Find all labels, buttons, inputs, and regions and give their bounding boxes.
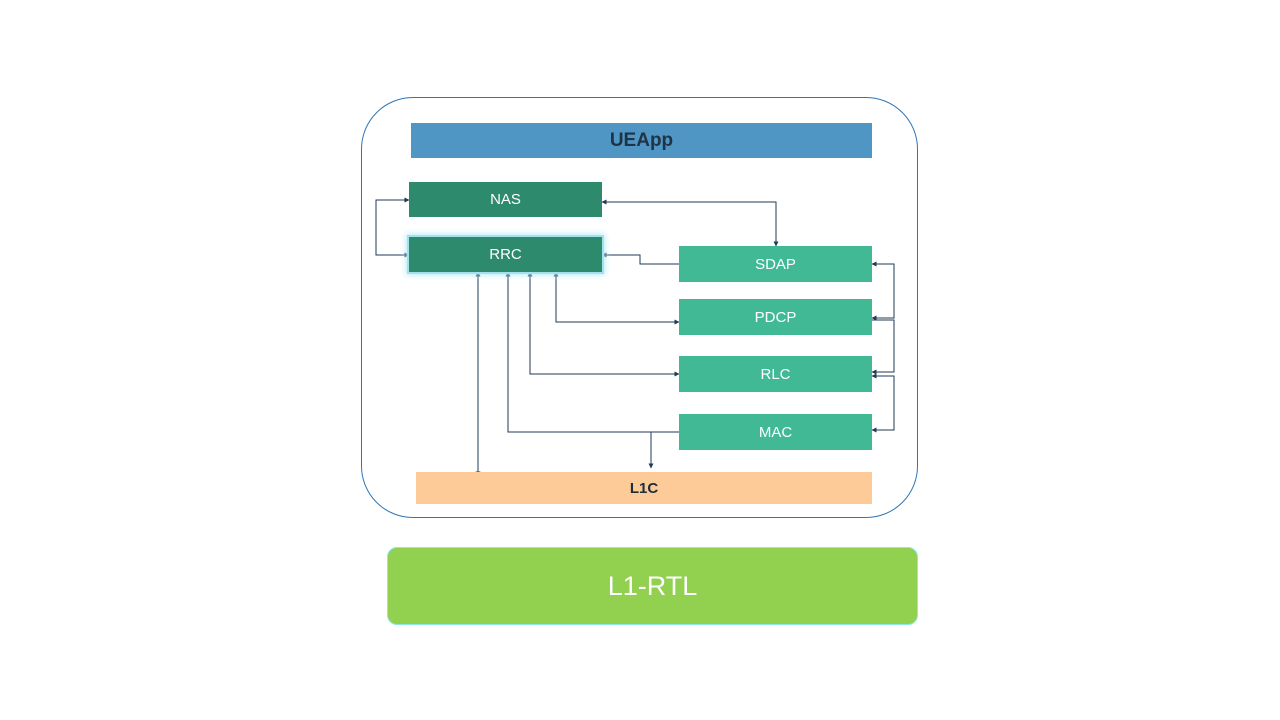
- l1-rtl-block: L1-RTL: [387, 547, 918, 625]
- ueapp-block: UEApp: [411, 123, 872, 158]
- rlc-mac-link: [871, 373, 895, 433]
- pdcp-block: PDCP: [679, 299, 872, 335]
- rrc-rlc-link: [527, 271, 680, 377]
- rrc-sdap-link: [601, 252, 679, 265]
- rrc-pdcp-link: [553, 271, 680, 325]
- ue-stack-container: [361, 97, 918, 518]
- nas-block: NAS: [409, 182, 602, 217]
- l1c-block: L1C: [416, 472, 872, 504]
- mac-block: MAC: [679, 414, 872, 450]
- nas-sdap-link: [601, 199, 779, 247]
- pdcp-rlc-link: [871, 319, 895, 375]
- rrc-mac-link: [505, 271, 679, 433]
- mac-l1c-link: [648, 431, 679, 469]
- nas-rrc-link: [375, 197, 410, 258]
- sdap-block: SDAP: [679, 246, 872, 282]
- sdap-pdcp-link: [871, 261, 895, 321]
- rlc-block: RLC: [679, 356, 872, 392]
- rrc-block: RRC: [409, 237, 602, 272]
